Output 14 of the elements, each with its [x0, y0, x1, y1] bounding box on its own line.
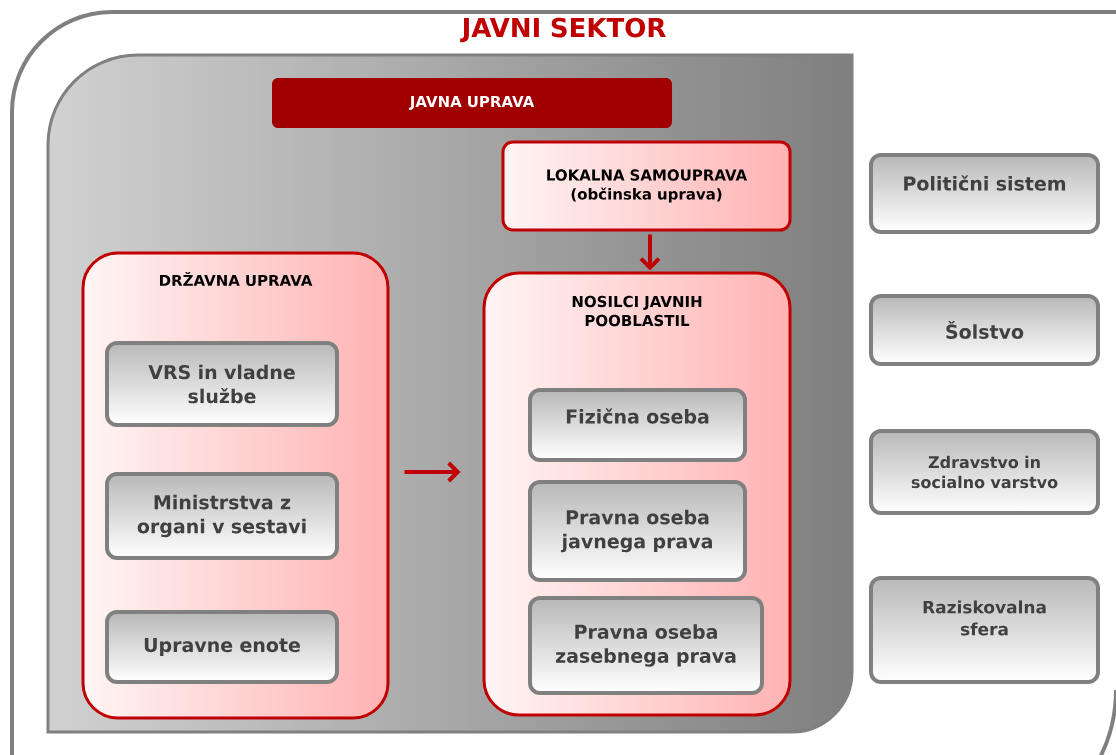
- category-box: Fizična oseba: [528, 388, 747, 462]
- category-box: Ministrstva z organi v sestavi: [105, 472, 339, 560]
- category-box: VRS in vladne službe: [105, 341, 339, 427]
- category-box: Zdravstvo in socialno varstvo: [869, 429, 1100, 515]
- category-box: Pravna oseba zasebnega prava: [528, 596, 764, 695]
- arrow: [404, 461, 461, 483]
- header-bar: JAVNA UPRAVA: [272, 78, 672, 128]
- arrow: [639, 234, 661, 271]
- category-box: Upravne enote: [105, 610, 339, 684]
- group-box: LOKALNA SAMOUPRAVA (občinska uprava): [501, 140, 792, 232]
- category-box: Politični sistem: [869, 153, 1100, 234]
- category-box: Šolstvo: [869, 294, 1100, 366]
- category-box: Raziskovalna sfera: [869, 576, 1100, 684]
- category-box: Pravna oseba javnega prava: [528, 480, 747, 582]
